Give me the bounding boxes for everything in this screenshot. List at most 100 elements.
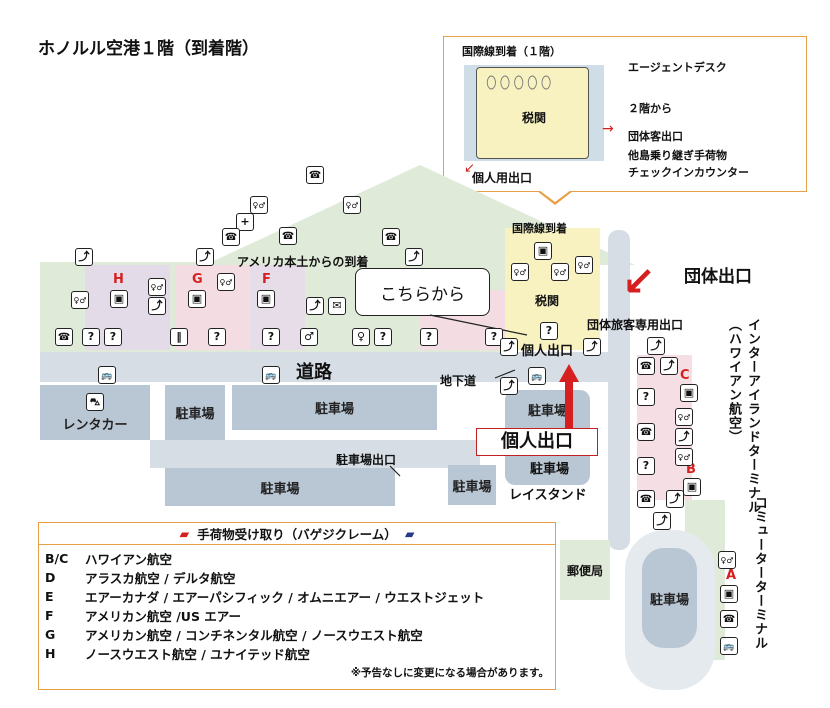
legend-key: G xyxy=(45,627,56,642)
info-icon xyxy=(374,328,392,346)
phone-icon xyxy=(637,490,655,508)
phone-icon xyxy=(382,228,400,246)
rental-car-label: レンタカー xyxy=(62,417,128,433)
baggage-icon xyxy=(110,290,128,308)
interisland-terminal-label: インターアイランドターミナル（ハワイアン航空） xyxy=(726,318,760,514)
escalator-icon xyxy=(583,338,601,356)
legend-key: B/C xyxy=(45,551,69,566)
restroom-icon xyxy=(71,291,89,309)
page-title: ホノルル空港１階（到着階） xyxy=(38,39,259,59)
legend-header: 手荷物受け取り（バゲジクレーム） xyxy=(197,527,397,542)
group-passenger-exit-label: 団体旅客専用出口 xyxy=(587,318,684,332)
escalator-icon xyxy=(306,297,324,315)
arrow-head xyxy=(559,364,579,382)
individual-exit-callout: 個人出口 xyxy=(476,428,598,456)
escalator-icon xyxy=(647,337,665,355)
legend-airlines: ハワイアン航空 xyxy=(85,552,173,567)
claim-letter-f: F xyxy=(262,272,271,287)
claim-letter-c: C xyxy=(680,368,690,383)
inset-customs-label: 税関 xyxy=(522,111,547,125)
legend-note: ※予告なしに変更になる場合があります。 xyxy=(350,667,549,679)
phone-icon xyxy=(637,423,655,441)
bus-icon xyxy=(528,367,546,385)
escalator-icon xyxy=(675,428,693,446)
mail-icon xyxy=(328,297,346,315)
inset-panel: 国際線到着（１階） 税関 ⬯⬯⬯⬯⬯ エージェントデスク ２階から 団体客出口 … xyxy=(443,36,807,192)
individual-exit-arrow-icon xyxy=(565,380,573,435)
escalator-icon xyxy=(660,357,678,375)
inset-label-group-exit: 団体客出口 xyxy=(628,130,683,143)
restroom-icon xyxy=(511,263,529,281)
baggage-icon xyxy=(257,290,275,308)
baggage-icon xyxy=(188,290,206,308)
restroom-icon xyxy=(217,273,235,291)
escalator-icon xyxy=(196,248,214,266)
legend-row: B/C ハワイアン航空 xyxy=(45,549,549,568)
parking-lot: 駐車場 xyxy=(165,468,395,506)
restroom-icon xyxy=(575,256,593,274)
info-icon xyxy=(262,328,280,346)
first-aid-icon xyxy=(236,213,254,231)
escalator-icon xyxy=(500,338,518,356)
group-exit-arrow-icon: ↙ xyxy=(622,259,656,305)
legend-key: F xyxy=(45,608,54,623)
legend-key: D xyxy=(45,570,56,585)
escalator-icon xyxy=(75,248,93,266)
legend-key: H xyxy=(45,646,56,661)
bus-icon xyxy=(262,366,280,384)
baggage-icon xyxy=(680,384,698,402)
inset-label-agent-desk: エージェントデスク xyxy=(628,61,727,74)
baggage-carousels: ⬯⬯⬯⬯⬯ xyxy=(486,73,555,93)
parking-lot: 駐車場 xyxy=(165,385,225,440)
phone-icon xyxy=(637,357,655,375)
info-icon xyxy=(485,328,503,346)
restroom-icon xyxy=(675,408,693,426)
commuter-terminal-label: コミューターターミナル xyxy=(752,496,767,650)
womens-restroom-icon xyxy=(352,328,370,346)
phone-icon xyxy=(279,227,297,245)
escalator-icon xyxy=(500,377,518,395)
group-exit-arrow-icon: → xyxy=(602,121,614,137)
escalator-icon xyxy=(653,512,671,530)
escalator-icon xyxy=(148,297,166,315)
parking-label: 駐車場 xyxy=(530,462,570,477)
legend-airlines: エアーカナダ / エアーパシフィック / オムニエアー / ウエストジェット xyxy=(85,590,485,605)
phone-icon xyxy=(306,166,324,184)
phone-icon xyxy=(222,228,240,246)
inset-title: 国際線到着（１階） xyxy=(462,45,561,58)
inset-label-transfer-baggage: 他島乗り継ぎ手荷物 xyxy=(628,149,727,162)
bus-icon xyxy=(98,366,116,384)
parking-lot: 駐車場 xyxy=(448,465,496,505)
claim-letter-h: H xyxy=(113,272,124,287)
customs-label: 税関 xyxy=(535,294,560,308)
restaurant-icon xyxy=(170,328,188,346)
bus-icon xyxy=(720,637,738,655)
info-icon xyxy=(420,328,438,346)
inset-label-checkin: チェックインカウンター xyxy=(628,166,749,179)
restroom-icon xyxy=(343,196,361,214)
post-office: 郵便局 xyxy=(560,540,610,600)
baggage-icon xyxy=(683,478,701,496)
info-icon xyxy=(208,328,226,346)
info-icon xyxy=(540,322,558,340)
info-icon xyxy=(637,388,655,406)
info-icon xyxy=(637,457,655,475)
inset-label-from-2f: ２階から xyxy=(628,102,672,115)
group-exit-label: 団体出口 xyxy=(684,267,752,287)
claim-letter-g: G xyxy=(192,272,203,287)
mens-restroom-icon xyxy=(300,328,318,346)
parking-lot: 駐車場 xyxy=(642,548,697,648)
underpass-label: 地下道 xyxy=(440,374,477,388)
info-icon xyxy=(82,328,100,346)
blue-baggage-icon: ▰ xyxy=(404,526,415,541)
callout-here: こちらから xyxy=(355,268,490,316)
escalator-icon xyxy=(405,248,423,266)
restroom-icon xyxy=(675,448,693,466)
baggage-icon xyxy=(720,585,738,603)
legend-airlines: アメリカン航空 / コンチネンタル航空 / ノースウエスト航空 xyxy=(85,628,423,643)
inset-customs-area xyxy=(476,67,589,159)
